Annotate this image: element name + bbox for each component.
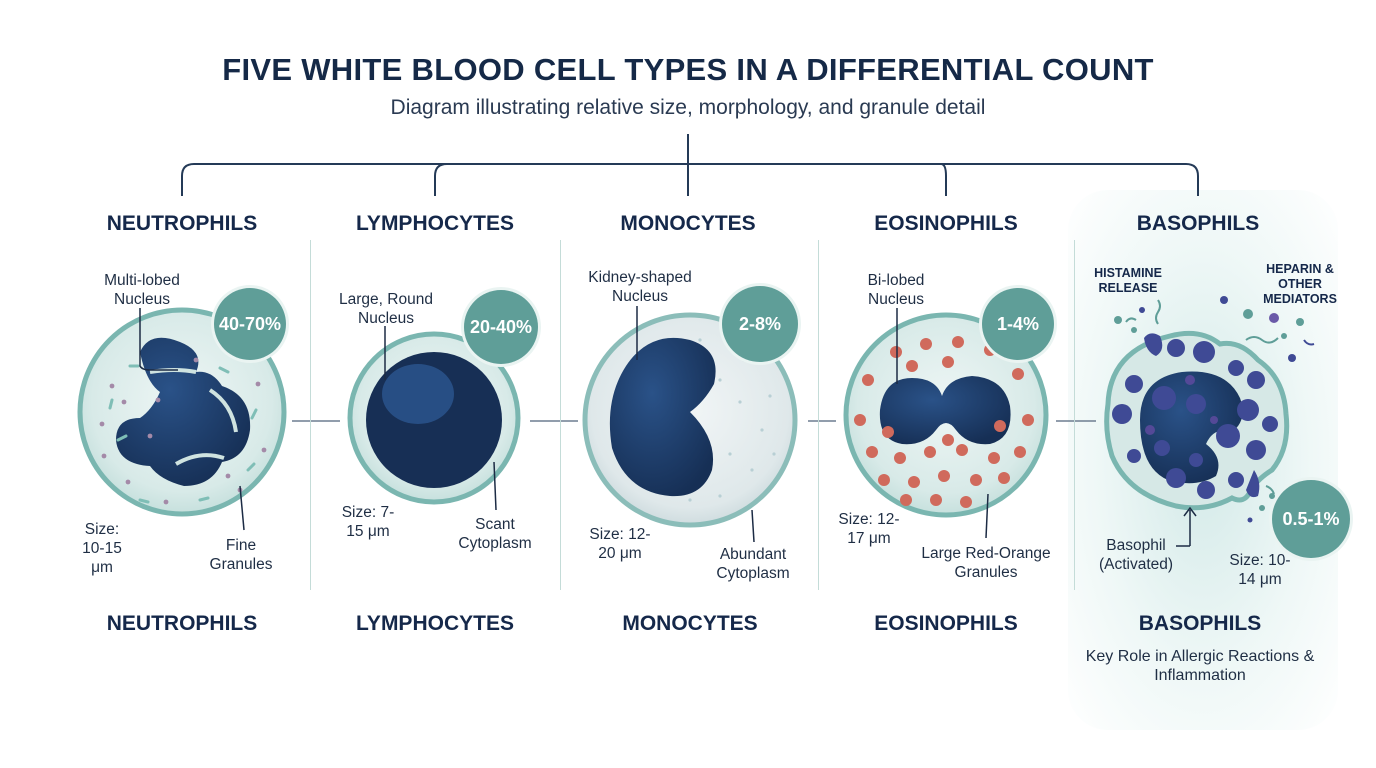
basophil-percent-badge: 0.5-1% bbox=[1272, 480, 1350, 558]
lymphocyte-size-label: Size: 7-15 μm bbox=[341, 504, 395, 540]
monocyte-cell bbox=[582, 312, 798, 528]
neutrophil-size-label: Size: 10-15 μm bbox=[82, 521, 122, 576]
histamine-release-label: HISTAMINE RELEASE bbox=[1094, 266, 1162, 295]
basophil-activated-label: Basophil (Activated) bbox=[1098, 537, 1174, 573]
lymphocyte-heading: LYMPHOCYTES bbox=[356, 212, 514, 235]
basophil-cell bbox=[1104, 296, 1315, 523]
eosinophil-heading: EOSINOPHILS bbox=[874, 212, 1018, 235]
lymphocyte-nucleus-label: Large, Round Nucleus bbox=[339, 291, 433, 327]
monocyte-nucleus-label: Kidney-shaped Nucleus bbox=[588, 269, 692, 305]
basophil-heading: BASOPHILS bbox=[1136, 212, 1260, 235]
lymphocyte-feature-label: Scant Cytoplasm bbox=[458, 516, 532, 552]
eosinophil-footer: EOSINOPHILS bbox=[874, 612, 1018, 635]
column-divider bbox=[1074, 240, 1075, 590]
neutrophil-cell bbox=[77, 307, 287, 517]
neutrophil-footer: NEUTROPHILS bbox=[106, 612, 258, 635]
eosinophil-cell bbox=[843, 312, 1049, 518]
eosinophil-size-label: Size: 12-17 μm bbox=[838, 511, 900, 547]
column-divider bbox=[560, 240, 561, 590]
neutrophil-feature-label: Fine Granules bbox=[209, 537, 273, 573]
basophil-size-label: Size: 10-14 μm bbox=[1229, 552, 1291, 588]
monocyte-percent-badge: 2-8% bbox=[722, 286, 798, 362]
page-subtitle: Diagram illustrating relative size, morp… bbox=[390, 96, 986, 119]
monocyte-heading: MONOCYTES bbox=[620, 212, 756, 235]
page-title: FIVE WHITE BLOOD CELL TYPES IN A DIFFERE… bbox=[222, 52, 1154, 87]
label-pointer-lines bbox=[139, 306, 1197, 547]
basophil-description: Key Role in Allergic Reactions & Inflamm… bbox=[1085, 648, 1315, 684]
monocyte-feature-label: Abundant Cytoplasm bbox=[716, 546, 790, 582]
neutrophil-nucleus-label: Multi-lobed Nucleus bbox=[104, 272, 180, 308]
neutrophil-percent-badge: 40-70% bbox=[214, 288, 286, 360]
eosinophil-percent-badge: 1-4% bbox=[982, 288, 1054, 360]
eosinophil-feature-label: Large Red-Orange Granules bbox=[921, 545, 1051, 581]
heparin-mediators-label: HEPARIN & OTHER MEDIATORS bbox=[1263, 262, 1337, 306]
neutrophil-heading: NEUTROPHILS bbox=[106, 212, 258, 235]
lymphocyte-cell bbox=[347, 331, 521, 505]
lymphocyte-percent-badge: 20-40% bbox=[464, 290, 538, 364]
monocyte-size-label: Size: 12-20 μm bbox=[589, 526, 651, 562]
monocyte-footer: MONOCYTES bbox=[622, 612, 758, 635]
column-divider bbox=[310, 240, 311, 590]
column-divider bbox=[818, 240, 819, 590]
basophil-footer: BASOPHILS bbox=[1138, 612, 1262, 635]
lymphocyte-footer: LYMPHOCYTES bbox=[356, 612, 514, 635]
eosinophil-nucleus-label: Bi-lobed Nucleus bbox=[867, 272, 925, 308]
